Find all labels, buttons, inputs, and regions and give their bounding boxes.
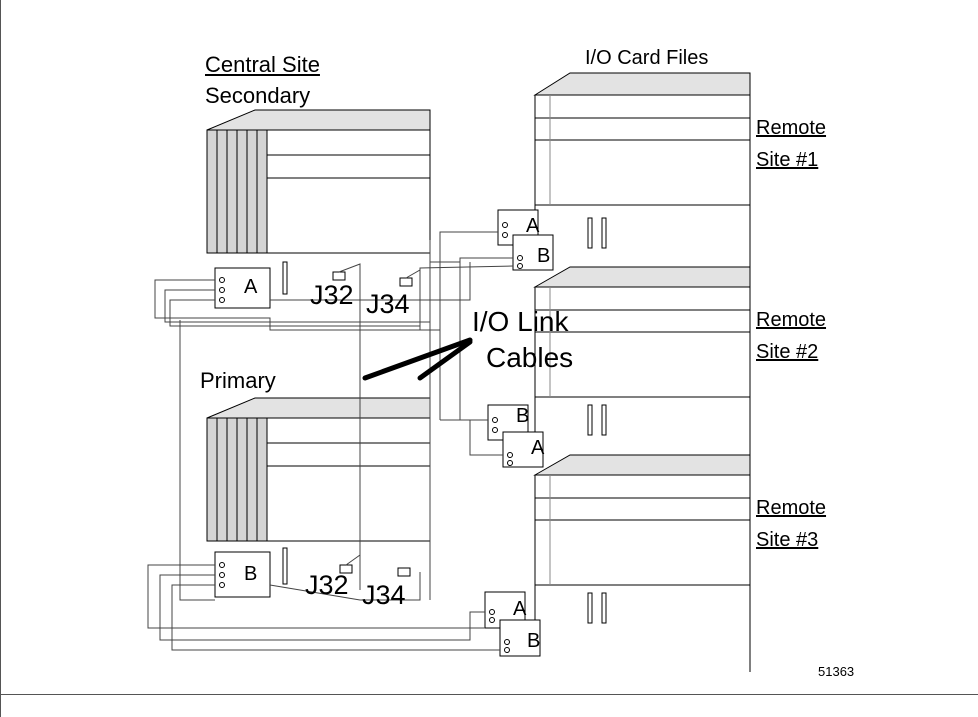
module-box-central-a [214, 261, 288, 309]
module-box-remote2-a [502, 431, 544, 468]
module-label-central-a: A [244, 276, 258, 298]
io-card-files-label: I/O Card Files [585, 47, 709, 69]
io-link-cables [147, 231, 514, 651]
remote-site-2-cardfile [533, 266, 751, 445]
connector-j34-top [399, 277, 413, 287]
remote-site-2-label-line1: Remote [756, 309, 827, 331]
primary-label: Primary [200, 368, 276, 393]
io-link-label-line1: I/O Link [472, 306, 569, 337]
module-label-central-b: B [244, 563, 258, 585]
module-box-remote1-b [512, 234, 554, 271]
module-label-remote2-a: A [531, 437, 545, 459]
remote-slot-marks [587, 217, 607, 624]
remote-site-1-cardfile [533, 72, 751, 258]
remote-site-3-cardfile [533, 454, 751, 640]
connector-j32-top [332, 271, 346, 281]
remote-site-1-label-line2: Site #1 [756, 149, 819, 171]
module-box-remote3-b [499, 619, 541, 657]
secondary-label: Secondary [205, 83, 311, 108]
connector-j34-bottom [397, 567, 411, 577]
remote-site-3-label-line1: Remote [756, 497, 827, 519]
j32-top-label: J32 [310, 280, 354, 310]
j34-bottom-label: J34 [362, 580, 406, 610]
remote-site-2-label-line2: Site #2 [756, 341, 819, 363]
j32-bottom-label: J32 [305, 570, 349, 600]
module-label-remote1-a: A [526, 215, 540, 237]
io-link-label-line2: Cables [486, 342, 574, 373]
central-secondary-cardfile [206, 109, 431, 254]
io-link-callout [362, 337, 473, 381]
central-site-label: Central Site [205, 52, 320, 77]
figure-number: 51363 [818, 664, 855, 679]
module-label-remote3-a: A [513, 598, 527, 620]
remote-site-1-label-line1: Remote [756, 117, 827, 139]
central-primary-cardfile [206, 397, 431, 542]
module-label-remote1-b: B [537, 245, 551, 267]
module-label-remote2-b: B [516, 405, 530, 427]
module-label-remote3-b: B [527, 630, 541, 652]
remote-site-3-label-line2: Site #3 [756, 529, 819, 551]
j34-top-label: J34 [366, 289, 410, 319]
